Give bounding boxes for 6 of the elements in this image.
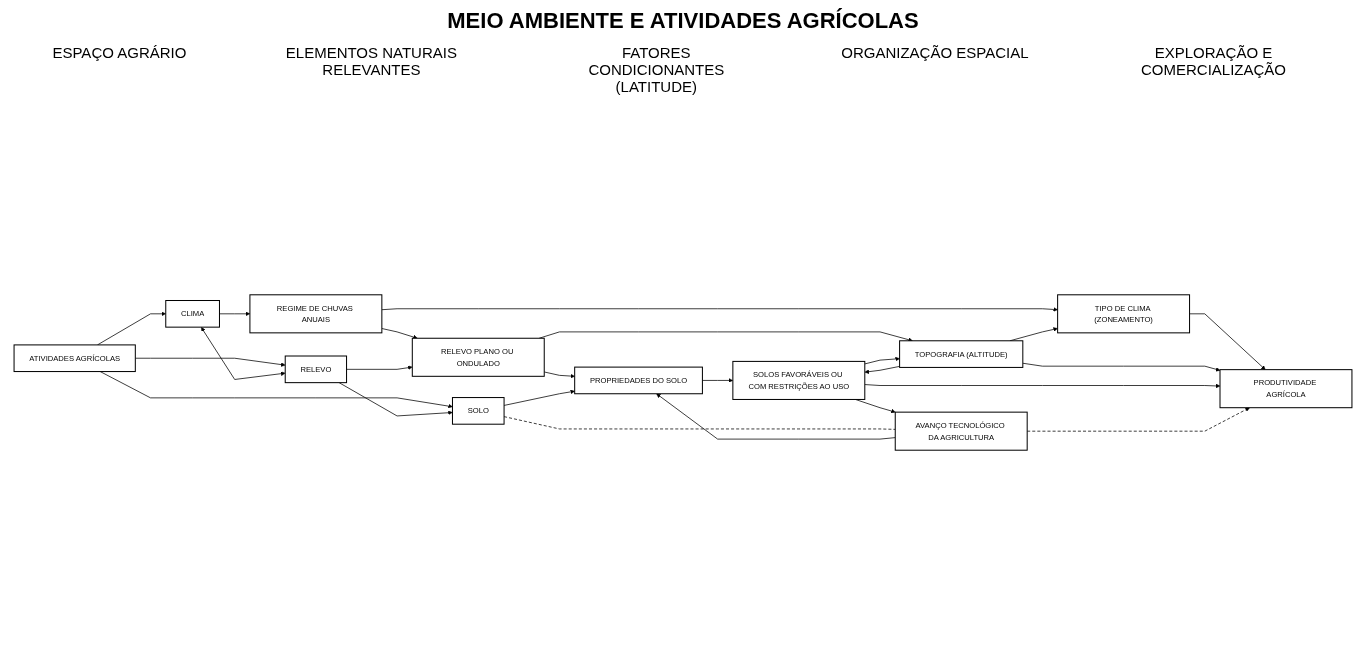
diagram-title: MEIO AMBIENTE E ATIVIDADES AGRÍCOLAS — [446, 8, 920, 34]
column-heading: ORGANIZAÇÃO ESPACIAL — [841, 44, 1029, 61]
column-heading: EXPLORAÇÃO E COMERCIALIZAÇÃO — [1139, 44, 1287, 78]
column-heading: FATORES CONDICIONANTES (LATITUDE) — [587, 44, 726, 95]
column-heading: ELEMENTOS NATURAIS RELEVANTES — [284, 44, 458, 78]
column-heading: ESPAÇO AGRÁRIO — [52, 44, 187, 61]
